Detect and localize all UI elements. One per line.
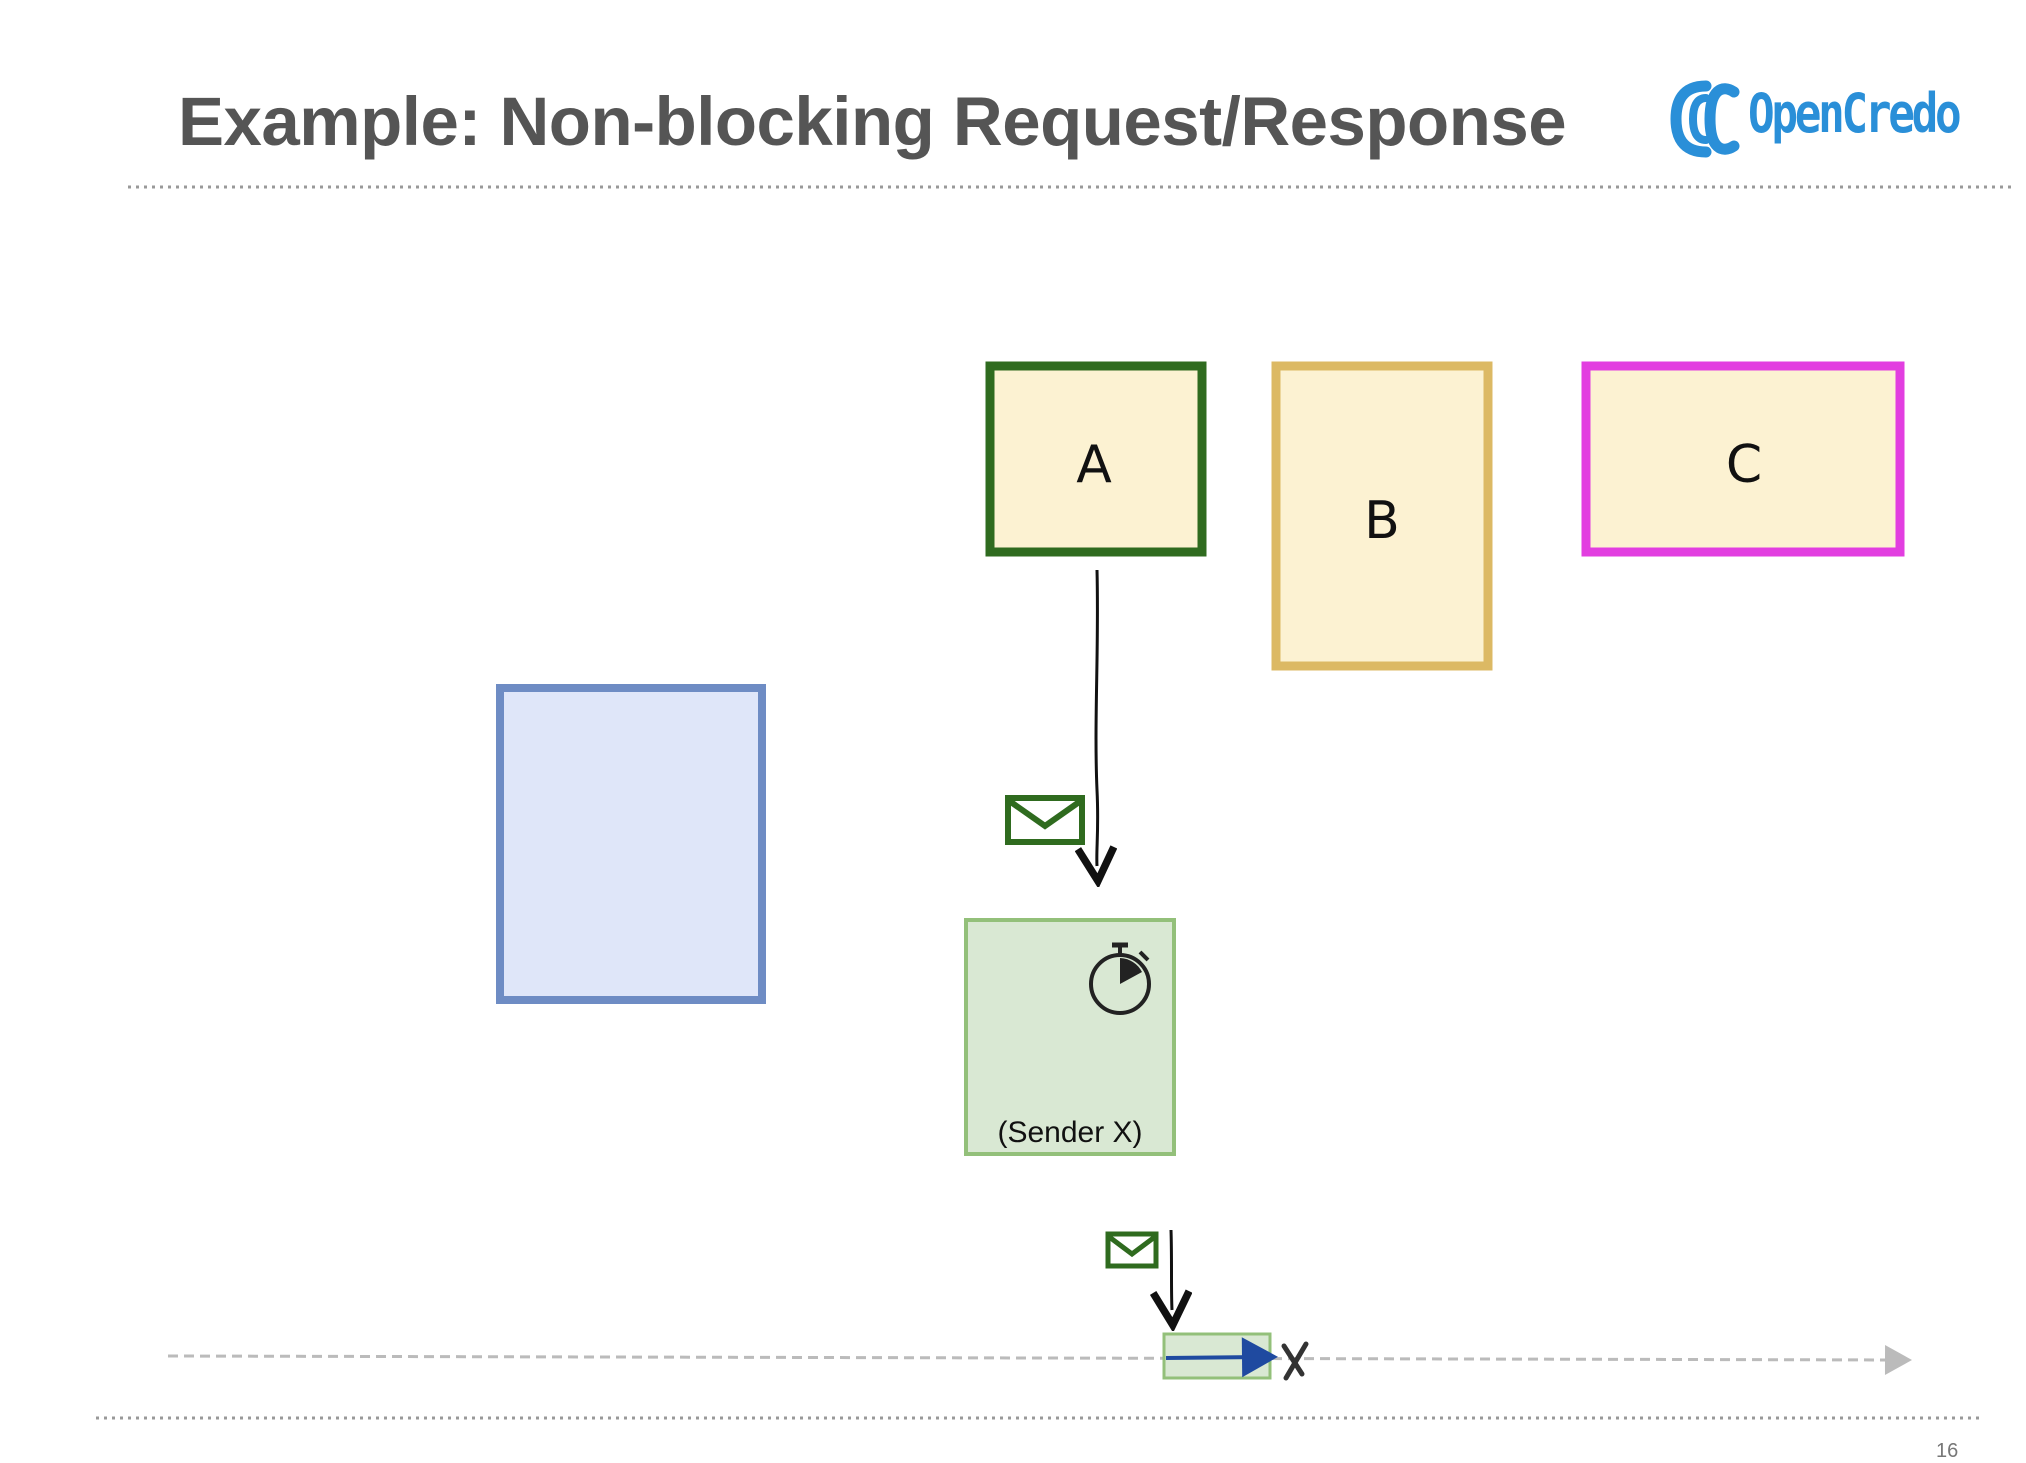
- box-blue: [496, 684, 766, 1004]
- envelope-icon: [1005, 795, 1085, 845]
- box-a: A: [985, 361, 1207, 557]
- slide-title: Example: Non-blocking Request/Response: [178, 83, 1567, 160]
- timeline-slot-arrow: [1165, 1337, 1278, 1378]
- timeline-arrow: [167, 1344, 1912, 1375]
- stopwatch-icon: [1089, 942, 1151, 1015]
- cross-icon: [1281, 1341, 1309, 1381]
- opencredo-logo-icon: [1670, 80, 1740, 158]
- opencredo-logo: OpenCredo: [1666, 76, 1996, 162]
- arrow-a-to-sender: [1096, 569, 1098, 866]
- box-c: C: [1581, 361, 1905, 557]
- envelope-icon: [1105, 1231, 1159, 1269]
- box-c-label: C: [1726, 435, 1762, 495]
- sender-box: (Sender X): [964, 918, 1176, 1156]
- box-b-label: B: [1364, 491, 1400, 551]
- page-number: 16: [1936, 1440, 1959, 1462]
- sender-box-label: (Sender X): [997, 1116, 1142, 1149]
- box-a-label: A: [1076, 435, 1112, 495]
- logo-wordmark: OpenCredo: [1748, 82, 1962, 145]
- box-b: B: [1271, 361, 1493, 671]
- arrow-to-timeline: [1171, 1229, 1172, 1310]
